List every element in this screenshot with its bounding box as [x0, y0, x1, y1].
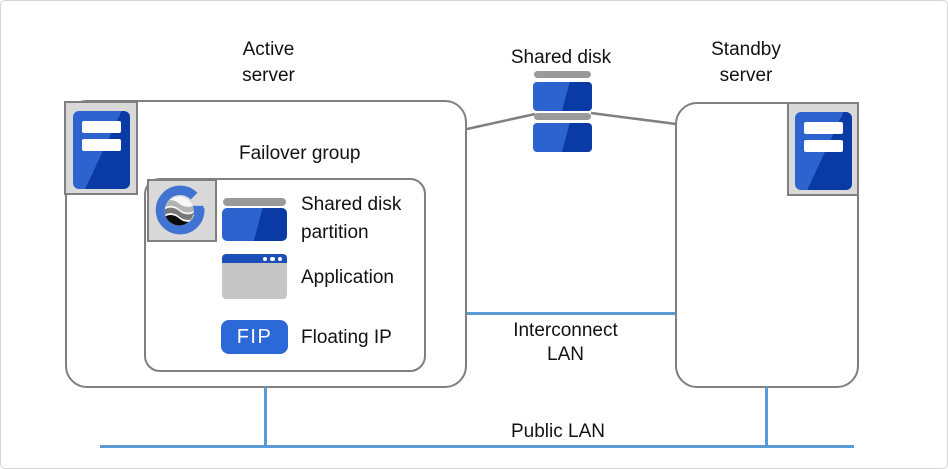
standby-to-public-lan-line — [765, 387, 768, 446]
fip-badge: FIP — [221, 320, 288, 354]
app-dot — [277, 256, 282, 261]
app-body — [222, 263, 287, 299]
disk-body — [533, 82, 592, 111]
shared-disk-to-standby-line — [590, 111, 677, 126]
disk-cap — [534, 71, 591, 78]
server-tower-icon — [795, 112, 852, 190]
disk-partition-icon — [222, 198, 287, 241]
application-label: Application — [301, 267, 394, 288]
server-tower-icon — [73, 111, 130, 189]
standby-server-label: Standby server — [711, 39, 781, 86]
interconnect-lan-line — [467, 312, 675, 315]
active-to-public-lan-line — [264, 387, 267, 446]
shared-disk-partition-label: Shared disk partition — [301, 194, 402, 243]
app-dot — [262, 256, 267, 261]
interconnect-lan-label: Interconnect LAN — [513, 320, 618, 365]
cluster-logo-frame — [147, 179, 217, 242]
active-server-label: Active server — [242, 39, 295, 86]
server-slot — [804, 140, 843, 152]
active-server-icon — [64, 101, 138, 195]
shared-disk-icon — [533, 71, 592, 153]
failover-group-label: Failover group — [239, 143, 361, 164]
floating-ip-label: Floating IP — [301, 327, 392, 348]
public-lan-line — [100, 445, 854, 448]
server-slot — [82, 139, 121, 151]
standby-server-icon — [787, 102, 859, 196]
disk-cap — [534, 113, 591, 120]
server-slot — [82, 121, 121, 133]
server-slot — [804, 122, 843, 134]
application-icon — [222, 254, 287, 299]
shared-disk-label: Shared disk — [510, 47, 612, 68]
disk-body — [222, 208, 287, 241]
disk-body — [533, 123, 592, 152]
app-titlebar — [222, 254, 287, 263]
disk-cap — [223, 198, 286, 206]
app-dot — [270, 256, 275, 261]
cluster-logo-icon — [155, 185, 205, 235]
shared-disk-to-active-line — [466, 112, 536, 131]
public-lan-label: Public LAN — [511, 421, 605, 442]
